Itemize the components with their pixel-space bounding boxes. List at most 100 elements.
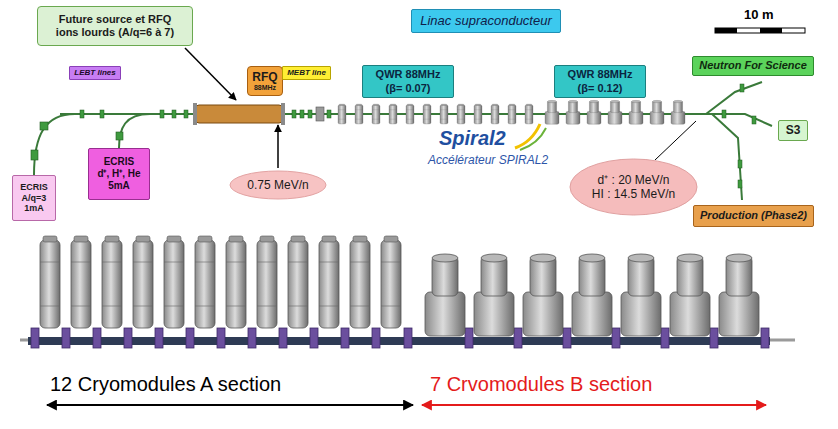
logo-symbol xyxy=(520,128,546,150)
rfq-box: RFQ88MHz xyxy=(247,66,283,96)
node-content: ECRISd⁺, H⁺, He5mA xyxy=(97,156,140,192)
cryomodule-symbol xyxy=(523,254,563,336)
node-text: RFQ xyxy=(252,70,277,84)
source-note-box: Future source et RFQ ions lourds (A/q=6 … xyxy=(37,6,193,46)
scale-bar xyxy=(760,28,782,33)
lebt-label-box: LEBT lines xyxy=(69,66,121,80)
pointer-arrow xyxy=(185,48,236,100)
magnet-symbol xyxy=(31,150,38,160)
node-content: S3 xyxy=(786,123,801,137)
pointer-arrow xyxy=(277,125,279,168)
cryomodule-symbol xyxy=(508,104,516,124)
cryomodule-symbol xyxy=(650,100,664,124)
node-content: RFQ88MHz xyxy=(252,70,277,93)
cryomodule-row xyxy=(545,100,685,124)
beam-line xyxy=(706,82,762,114)
quad-symbol xyxy=(710,328,718,348)
node-content: MEBT line xyxy=(287,68,326,78)
node-content: Neutron For Science xyxy=(699,59,807,72)
node-text: 1mA xyxy=(20,203,48,214)
node-content: Linac supraconducteur xyxy=(420,13,552,29)
cavity-box: QWR 88MHz(β= 0.12) xyxy=(554,65,646,98)
magnet-symbol xyxy=(40,122,48,130)
ellipse-shape xyxy=(570,159,697,215)
section-label: 12 Cryomodules A section xyxy=(50,372,281,396)
cryomodule-symbol xyxy=(389,104,397,124)
cryomodule-symbol xyxy=(71,236,91,328)
quad-symbol xyxy=(248,328,256,348)
cryomodule-symbol xyxy=(525,104,533,124)
scale-label: 10 m xyxy=(744,7,774,23)
node-content: 0.75 MeV/n xyxy=(247,178,308,192)
node-text: MEBT line xyxy=(287,68,326,78)
node-text: Neutron For Science xyxy=(699,59,807,72)
quad-symbol xyxy=(752,116,756,124)
node-text: (β= 0.12) xyxy=(568,82,633,95)
node-content: d⁺ : 20 MeV/nHI : 14.5 MeV/n xyxy=(592,173,675,202)
section-label: 7 Crvomodules B section xyxy=(430,372,652,396)
quad-symbol xyxy=(327,110,331,118)
quad-symbol xyxy=(310,328,318,348)
node-text: 88MHz xyxy=(252,84,277,92)
quad-symbol xyxy=(172,110,176,118)
cryomodule-row xyxy=(425,254,759,336)
cryomodule-symbol xyxy=(491,104,499,124)
quad-symbol xyxy=(292,110,296,118)
cavity-box: QWR 88MHz(β= 0.07) xyxy=(362,65,454,98)
node-text: 5mA xyxy=(97,180,140,192)
cryomodule-symbol xyxy=(719,254,759,336)
quad-symbol xyxy=(217,328,225,348)
ion-source-box: ECRISA/q=31mA xyxy=(12,175,56,221)
quad-symbol xyxy=(404,328,412,348)
node-text: S3 xyxy=(786,123,801,137)
node-content: QWR 88MHz(β= 0.07) xyxy=(376,68,441,94)
destination-box: S3 xyxy=(778,120,808,141)
node-text: ECRIS xyxy=(97,156,140,168)
scale-bar xyxy=(715,28,737,33)
buncher-symbol xyxy=(316,107,324,121)
beam-line xyxy=(700,114,772,126)
node-text: Linac supraconducteur xyxy=(420,13,552,29)
node-content: QWR 88MHz(β= 0.12) xyxy=(568,68,633,94)
destination-box: Neutron For Science xyxy=(692,56,814,76)
quad-symbol xyxy=(100,110,104,118)
quad-symbol xyxy=(661,328,669,348)
quad-symbol xyxy=(563,328,571,348)
cryomodule-symbol xyxy=(671,100,685,124)
quad-symbol xyxy=(160,110,164,118)
quad-symbol xyxy=(186,328,194,348)
quad-symbol xyxy=(93,328,101,348)
linac-title-box: Linac supraconducteur xyxy=(411,9,561,33)
node-text: LEBT lines xyxy=(74,68,115,78)
cryomodule-symbol xyxy=(372,104,380,124)
span-arrow xyxy=(422,404,766,406)
cryomodule-symbol xyxy=(288,236,308,328)
cryomodule-symbol xyxy=(226,236,246,328)
cryomodule-symbol xyxy=(608,100,622,124)
quad-symbol xyxy=(155,328,163,348)
node-text: ECRIS xyxy=(20,182,48,193)
ion-source-box: ECRISd⁺, H⁺, He5mA xyxy=(88,148,150,200)
rfq-symbol xyxy=(193,103,197,125)
cryomodule-symbol xyxy=(474,254,514,336)
quad-symbol xyxy=(761,328,769,348)
quad-symbol xyxy=(80,110,84,118)
quad-symbol xyxy=(31,328,39,348)
cryomodule-symbol xyxy=(338,104,346,124)
quad-symbol xyxy=(740,84,744,92)
quad-symbol xyxy=(279,328,287,348)
node-text: HI : 14.5 MeV/n xyxy=(592,187,675,201)
energy-ellipse: d⁺ : 20 MeV/nHI : 14.5 MeV/n xyxy=(569,158,698,216)
node-text: d⁺, H⁺, He xyxy=(97,168,140,180)
cryomodule-symbol xyxy=(195,236,215,328)
cryomodule-symbol xyxy=(566,100,580,124)
cryomodule-symbol xyxy=(423,104,431,124)
lebt-line xyxy=(119,114,150,148)
cryomodule-symbol xyxy=(406,104,414,124)
energy-ellipse: 0.75 MeV/n xyxy=(229,170,327,200)
node-content: ECRISA/q=31mA xyxy=(20,182,48,214)
node-text: d⁺ : 20 MeV/n xyxy=(592,173,675,187)
quad-symbol xyxy=(372,328,380,348)
quad-symbol xyxy=(62,328,70,348)
